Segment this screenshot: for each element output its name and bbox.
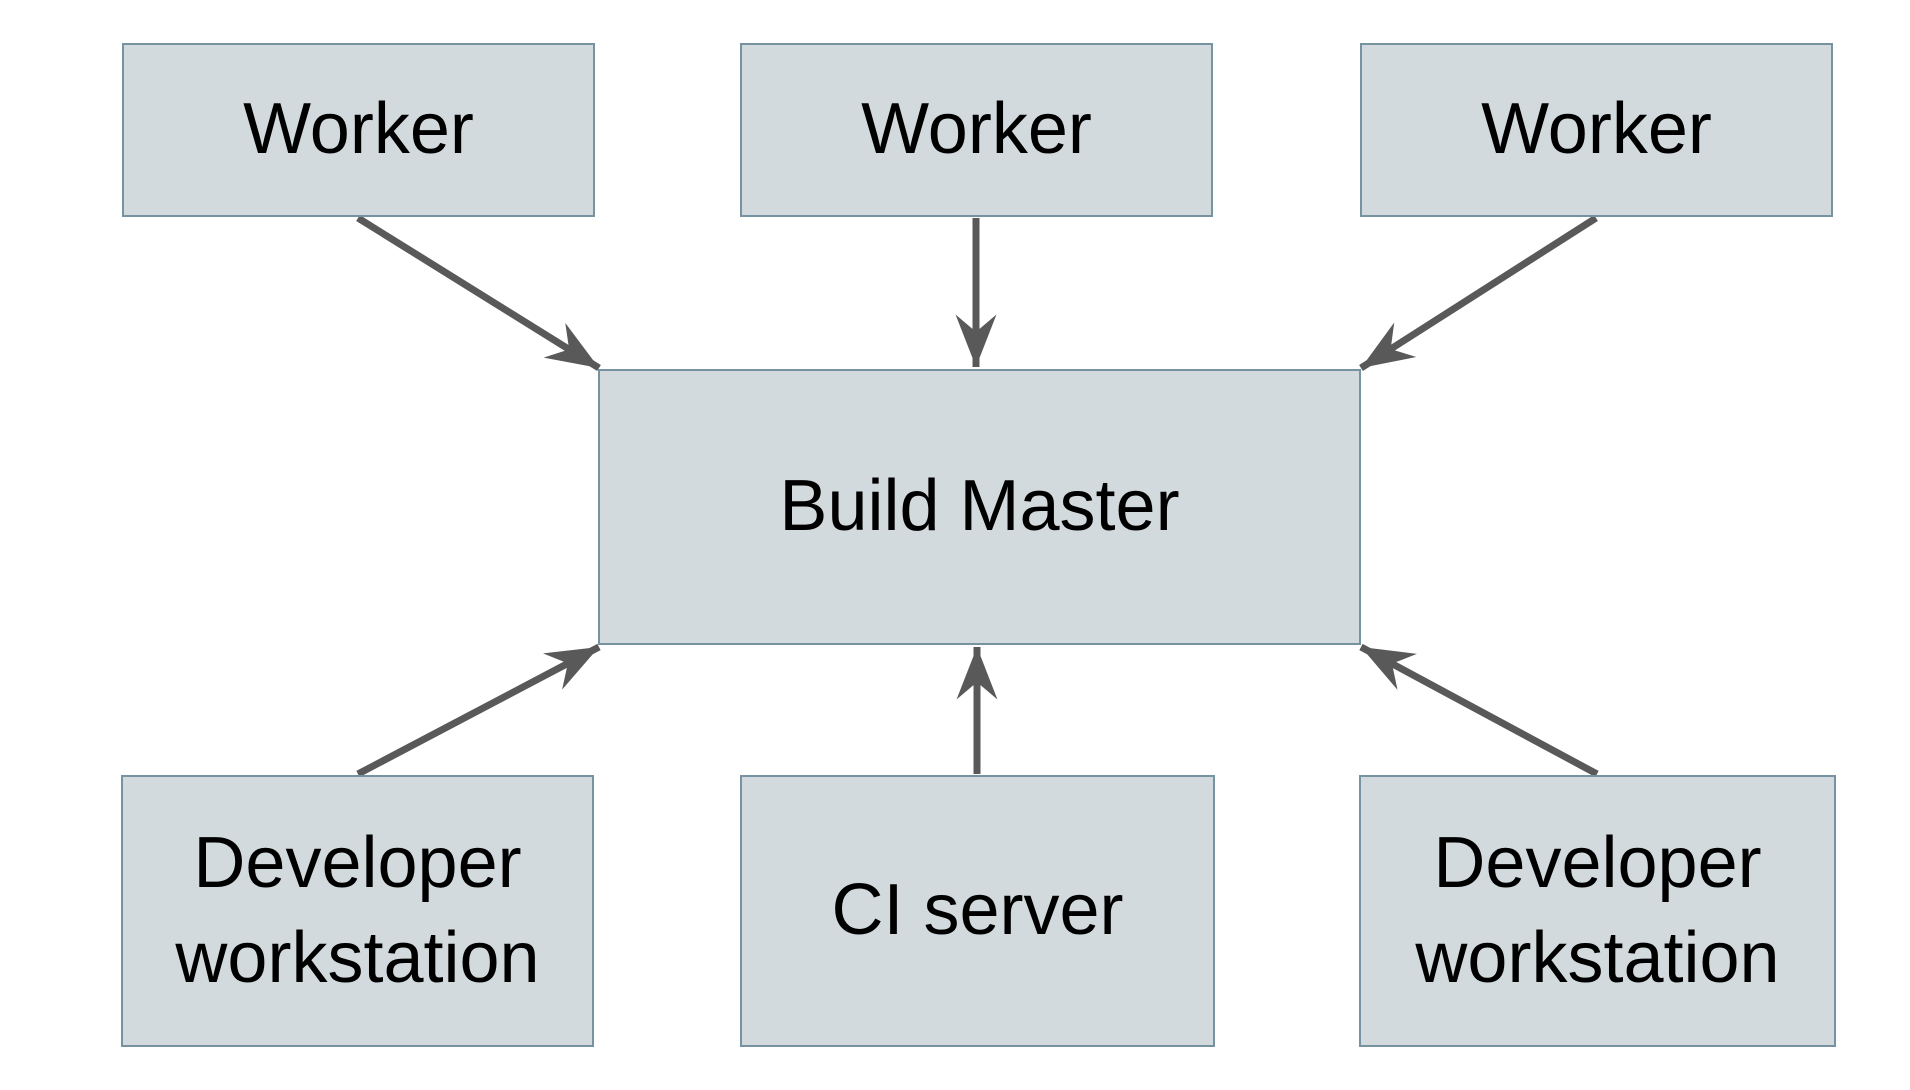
node-developer-workstation-1: Developer workstation xyxy=(121,775,594,1047)
node-developer-workstation-2: Developer workstation xyxy=(1359,775,1836,1047)
arrow-dev-workstation-1-to-build-master xyxy=(356,643,601,778)
node-build-master-label: Build Master xyxy=(779,466,1180,547)
node-worker-3: Worker xyxy=(1360,43,1833,217)
node-worker-3-label: Worker xyxy=(1481,89,1712,170)
node-worker-1-label: Worker xyxy=(243,89,474,170)
node-ci-server-label: CI server xyxy=(831,870,1124,951)
arrow-worker-1-to-build-master xyxy=(356,215,601,371)
node-worker-2-label: Worker xyxy=(861,89,1092,170)
node-build-master: Build Master xyxy=(598,369,1361,645)
node-worker-1: Worker xyxy=(122,43,595,217)
arrow-worker-3-to-build-master xyxy=(1359,215,1598,371)
node-worker-2: Worker xyxy=(740,43,1213,217)
arrow-dev-workstation-2-to-build-master xyxy=(1359,643,1599,778)
node-developer-workstation-2-label: Developer workstation xyxy=(1415,822,1780,998)
node-developer-workstation-1-label: Developer workstation xyxy=(175,822,540,998)
node-ci-server: CI server xyxy=(740,775,1215,1047)
